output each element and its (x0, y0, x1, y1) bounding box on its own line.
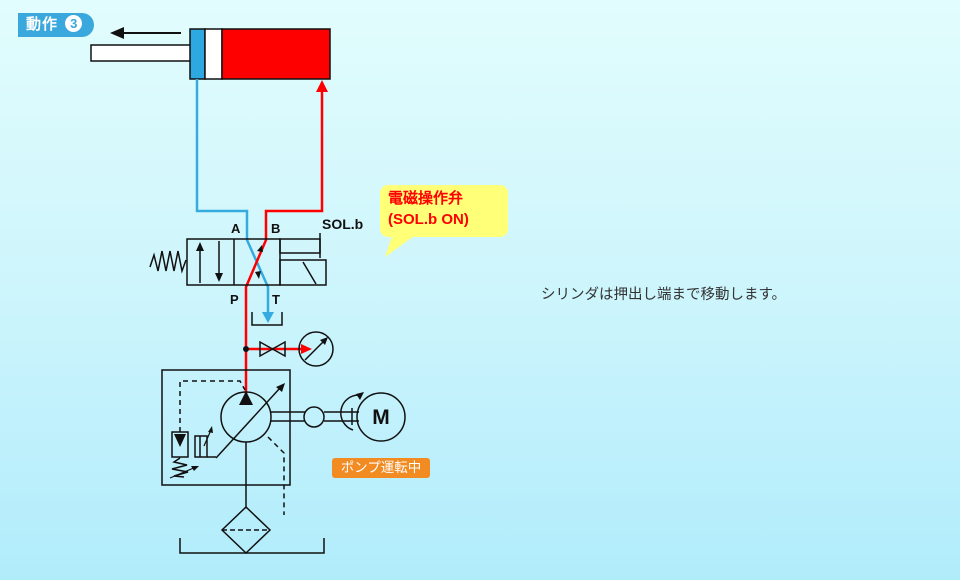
cylinder-piston (204, 28, 223, 80)
return-line (195, 79, 270, 318)
port-label-p: P (230, 292, 239, 307)
callout-title: 電磁操作弁 (388, 190, 464, 207)
cylinder-pressure-chamber (221, 28, 331, 80)
spring-icon (149, 250, 187, 274)
pump-status-badge: ポンプ運転中 (332, 458, 430, 478)
solenoid-valve-symbol (149, 233, 327, 286)
motion-direction-arrow (110, 27, 181, 39)
solenoid-label: SOL.b (322, 216, 363, 232)
port-label-b: B (271, 221, 280, 236)
pump-unit: M (161, 369, 406, 515)
rotation-arrow-icon (340, 394, 361, 431)
callout-pointer (385, 236, 414, 257)
port-label-t: T (272, 292, 280, 307)
hydraulic-cylinder (90, 28, 331, 80)
filter-icon (220, 505, 272, 555)
step-label: 動作 (26, 16, 59, 33)
port-label-a: A (231, 221, 241, 236)
cylinder-rod (90, 44, 207, 62)
pressure-arrow-head (316, 80, 328, 92)
electric-motor-icon (356, 392, 406, 442)
step-description: シリンダは押出し端まで移動します。 (541, 287, 787, 303)
step-number: 3 (65, 15, 83, 32)
reservoir-tank-icon (179, 538, 325, 554)
valve-callout: 電磁操作弁 (SOL.b ON) (380, 185, 508, 237)
step-badge: 動作 3 (18, 13, 94, 37)
cylinder-rod-chamber (189, 28, 206, 80)
callout-state: (SOL.b ON) (388, 211, 469, 228)
return-arrow-head (262, 312, 274, 323)
pressure-line (244, 90, 324, 395)
stop-valve-icon (259, 340, 286, 358)
motor-label: M (372, 406, 390, 429)
pressure-gauge-icon (298, 331, 334, 367)
tank-icon (251, 312, 283, 326)
coupling-icon (303, 406, 325, 428)
